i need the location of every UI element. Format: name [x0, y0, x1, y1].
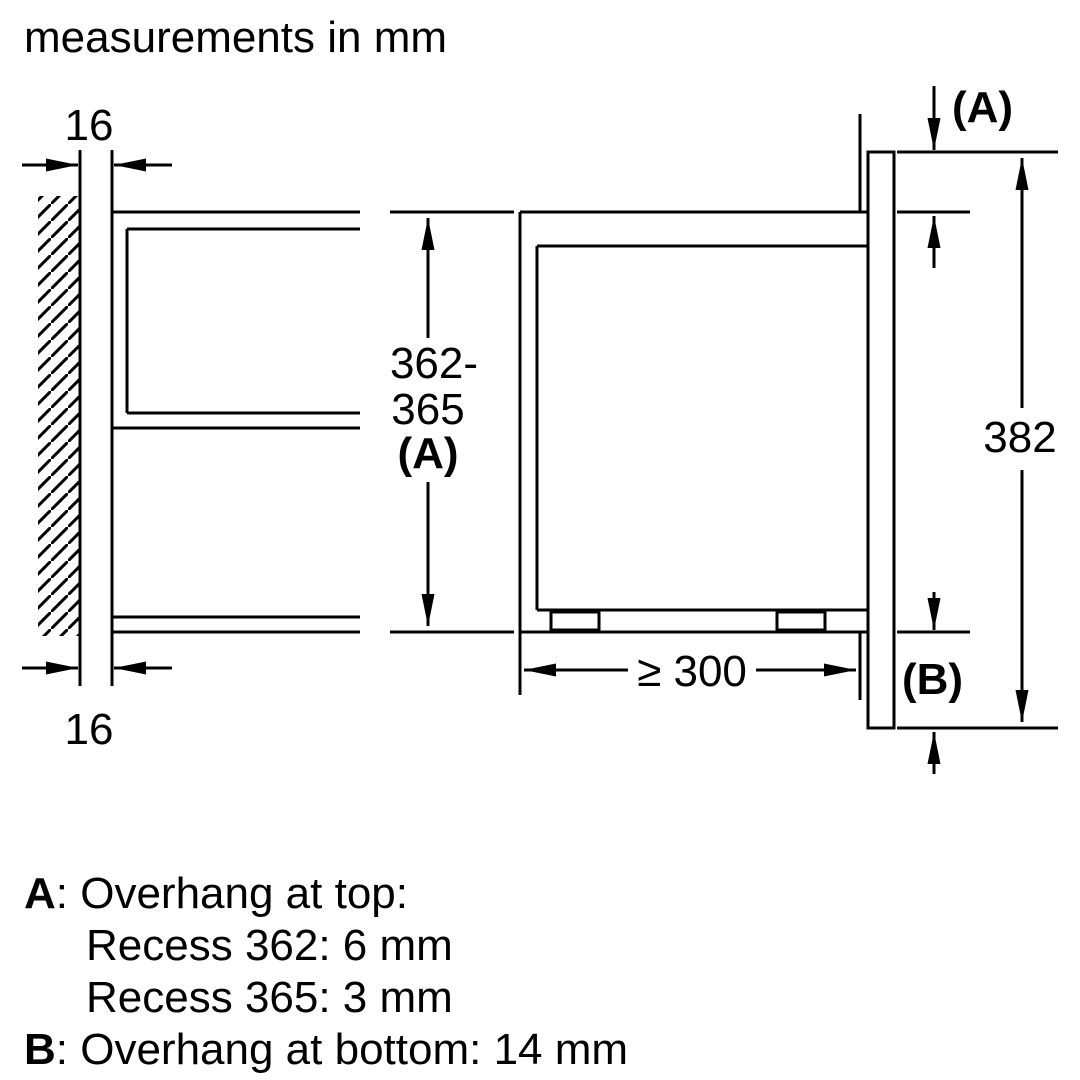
niche-height-label-a: (A)	[397, 429, 458, 478]
note-a-key: A	[24, 869, 56, 918]
niche-section-view	[518, 114, 868, 700]
appliance-foot-left	[549, 610, 601, 632]
appliance-front-frame	[866, 150, 896, 730]
dimension-wall-gap-bottom: 16	[22, 661, 172, 754]
dim-16-top-label: 16	[65, 101, 114, 150]
niche-depth-label: ≥ 300	[637, 647, 747, 696]
page-title: measurements in mm	[24, 13, 448, 62]
dimension-wall-gap-top: 16	[22, 101, 172, 172]
note-b-text: : Overhang at bottom: 14 mm	[55, 1025, 629, 1074]
note-b-key: B	[24, 1025, 56, 1074]
note-a-title: A: Overhang at top:	[24, 868, 628, 920]
wall-section	[38, 150, 82, 686]
overhang-top-label: (A)	[952, 83, 1013, 132]
niche-height-label-2: 365	[391, 385, 464, 434]
note-b-title: B: Overhang at bottom: 14 mm	[24, 1024, 628, 1076]
dimension-niche-height: 362- 365 (A)	[390, 210, 514, 634]
dim-16-bottom-label: 16	[65, 705, 114, 754]
note-a-text: : Overhang at top:	[55, 869, 408, 918]
note-a-detail-1: Recess 362: 6 mm	[86, 921, 453, 970]
dimension-overhang-bottom: (B)	[897, 592, 1058, 774]
note-a-detail-2: Recess 365: 3 mm	[86, 973, 453, 1022]
dimension-niche-depth: ≥ 300	[524, 647, 856, 696]
overhang-bottom-label: (B)	[902, 655, 963, 704]
dimension-overhang-top: (A)	[897, 83, 1058, 268]
dimension-frame-height: 382	[983, 158, 1057, 722]
cabinet-side-view	[110, 150, 360, 686]
niche-height-label-1: 362-	[390, 339, 478, 388]
frame-height-label: 382	[983, 413, 1056, 462]
notes-block: A: Overhang at top: Recess 362: 6 mm Rec…	[24, 868, 628, 1076]
appliance-body	[535, 150, 896, 730]
wall-hatching	[38, 196, 80, 636]
appliance-foot-right	[775, 610, 827, 632]
